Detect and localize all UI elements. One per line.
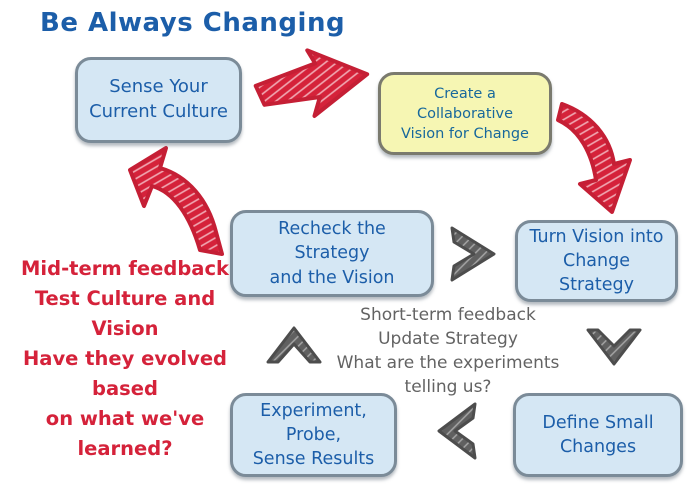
annotation-line: What are the experiments bbox=[336, 353, 560, 373]
node-create-collaborative-vision: Create a Collaborative Vision for Change bbox=[378, 72, 552, 155]
node-label-line: Recheck the Strategy bbox=[278, 219, 386, 264]
annotation-line: Update Strategy bbox=[378, 329, 518, 349]
node-label-line: Turn Vision into bbox=[529, 226, 664, 247]
node-label-line: Define Small bbox=[542, 412, 654, 433]
chevron-down-icon bbox=[586, 328, 642, 366]
node-label-line: and the Vision bbox=[269, 267, 395, 288]
node-label-line: Create a Collaborative bbox=[416, 85, 514, 122]
node-label-line: Current Culture bbox=[89, 101, 228, 122]
node-label-line: Vision for Change bbox=[401, 125, 529, 142]
red-arrow-return-icon bbox=[128, 146, 224, 256]
annotation-shortterm-feedback: Short-term feedback Update Strategy What… bbox=[322, 303, 574, 399]
chevron-up-icon bbox=[266, 326, 322, 364]
node-sense-current-culture: Sense Your Current Culture bbox=[75, 57, 242, 143]
annotation-line: Mid-term feedback bbox=[21, 257, 229, 280]
node-label-line: Experiment, Probe, bbox=[260, 400, 367, 445]
node-label-line: Change Strategy bbox=[559, 250, 634, 296]
annotation-midterm-feedback: Mid-term feedback Test Culture and Visio… bbox=[2, 254, 248, 464]
node-turn-vision-into-change-strategy: Turn Vision into Change Strategy bbox=[515, 220, 678, 302]
annotation-line: telling us? bbox=[404, 377, 492, 397]
annotation-line: Test Culture and Vision bbox=[34, 287, 216, 340]
chevron-right-icon bbox=[450, 226, 496, 282]
diagram-title: Be Always Changing bbox=[40, 8, 346, 38]
node-label-line: Changes bbox=[559, 437, 637, 457]
node-label-line: Sense Results bbox=[252, 449, 375, 470]
node-experiment-probe-sense-results: Experiment, Probe, Sense Results bbox=[230, 393, 397, 477]
red-arrow-right-icon bbox=[253, 48, 370, 118]
red-arrow-down-icon bbox=[556, 102, 632, 214]
node-label-line: Sense Your bbox=[109, 76, 208, 98]
chevron-left-icon bbox=[437, 402, 477, 460]
node-define-small-changes: Define Small Changes bbox=[513, 393, 683, 477]
annotation-line: on what we've learned? bbox=[45, 407, 205, 460]
annotation-line: Have they evolved based bbox=[22, 347, 228, 400]
node-recheck-strategy-and-vision: Recheck the Strategy and the Vision bbox=[230, 210, 434, 297]
annotation-line: Short-term feedback bbox=[360, 305, 536, 325]
